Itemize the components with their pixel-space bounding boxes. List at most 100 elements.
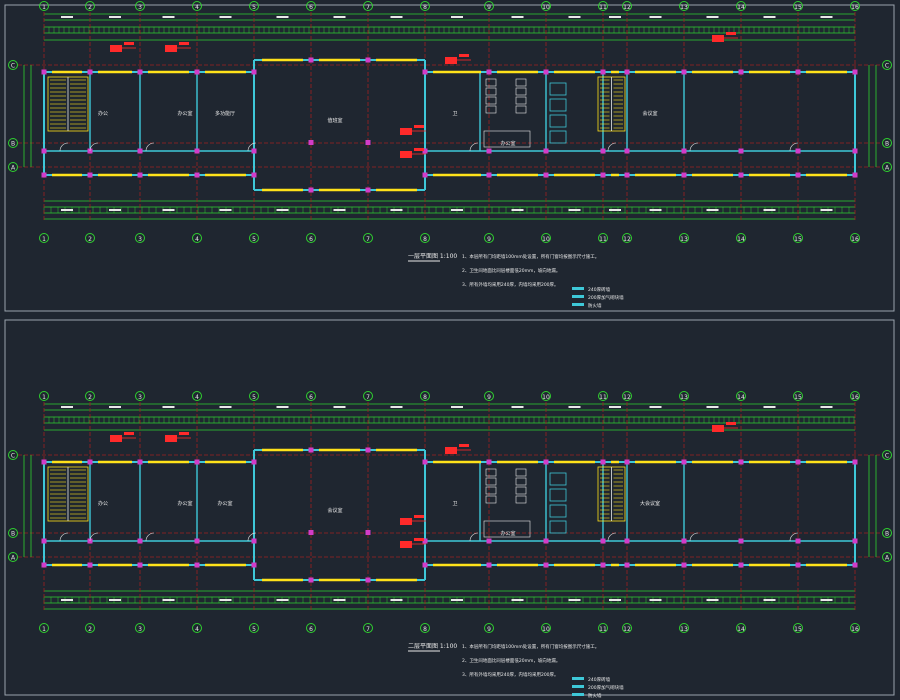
axis-label-bottom: 9 <box>487 236 491 243</box>
axis-bubble-top <box>249 391 259 401</box>
column <box>137 172 143 178</box>
column <box>308 140 314 145</box>
column <box>738 538 744 544</box>
axis-label-bottom: 13 <box>680 236 688 243</box>
room-label: 办公室 <box>500 530 515 537</box>
axis-bubble-left <box>8 138 18 148</box>
toilet-fixture <box>515 477 527 486</box>
toilet-fixture <box>515 78 527 87</box>
door-swing <box>789 532 799 542</box>
plan-note: 3、所有外墙均采用240厚，内墙均采用200厚。 <box>462 671 559 678</box>
dimension-text-mark <box>568 209 581 211</box>
column <box>422 172 428 178</box>
column <box>852 538 858 544</box>
door-swing <box>89 142 99 152</box>
axis-label-left: A <box>11 555 16 562</box>
axis-bubble-top <box>484 1 494 11</box>
axis-bubble-top <box>306 1 316 11</box>
room-label: 办公 <box>98 110 108 117</box>
dimension-text-mark <box>276 209 289 211</box>
toilet-fixture <box>515 96 527 105</box>
door-swing <box>469 532 479 542</box>
dimension-text-mark <box>609 406 621 408</box>
axis-bubble-bottom <box>622 233 632 243</box>
toilet-fixture <box>485 477 497 486</box>
column <box>365 187 371 193</box>
axis-label-right: B <box>885 531 889 538</box>
column <box>137 148 143 154</box>
floor-plan-2: 1122334455667788991010111112121313141415… <box>8 391 892 699</box>
column <box>738 69 744 75</box>
callout-text-bar <box>459 54 469 57</box>
door-swing <box>607 142 617 152</box>
dimension-text-mark <box>390 406 403 408</box>
dimension-text-mark <box>511 16 524 18</box>
column <box>41 172 47 178</box>
room-label: 办公室 <box>177 110 192 117</box>
axis-bubble-top <box>622 391 632 401</box>
legend-swatch <box>572 287 584 290</box>
dimension-text-mark <box>451 406 463 408</box>
column <box>365 577 371 583</box>
toilet-fixture <box>515 495 527 504</box>
column <box>543 148 549 154</box>
column <box>543 538 549 544</box>
toilet-partition <box>483 130 531 148</box>
column <box>41 148 47 154</box>
sheet-frame-1 <box>4 4 895 312</box>
axis-bubble-right <box>882 162 892 172</box>
axis-bubble-right <box>882 138 892 148</box>
dimension-text-mark <box>219 16 232 18</box>
axis-bubble-bottom <box>850 233 860 243</box>
legend-label: 防火墙 <box>588 692 602 699</box>
axis-label-top: 12 <box>623 4 631 11</box>
axis-label-top: 12 <box>623 394 631 401</box>
column <box>543 172 549 178</box>
dimension-text-mark <box>649 16 662 18</box>
door-swing <box>247 532 257 542</box>
callout-text-bar <box>414 515 424 518</box>
column <box>795 172 801 178</box>
column <box>137 69 143 75</box>
column <box>600 148 606 154</box>
column <box>795 69 801 75</box>
dimension-text-mark <box>706 406 719 408</box>
dimension-text-mark <box>763 209 776 211</box>
axis-bubble-right <box>882 552 892 562</box>
plan-note: 1、本层所有门均距墙100mm处设置，所有门窗均按图示尺寸施工。 <box>462 253 599 260</box>
plan-note: 3、所有外墙均采用240厚，内墙均采用200厚。 <box>462 281 559 288</box>
sink-fixture <box>549 130 567 144</box>
dimension-text-mark <box>820 16 833 18</box>
column <box>795 562 801 568</box>
toilet-fixture <box>485 105 497 114</box>
column <box>486 459 492 465</box>
column <box>308 187 314 193</box>
axis-label-top: 7 <box>366 394 370 401</box>
column <box>308 577 314 583</box>
axis-bubble-bottom <box>135 623 145 633</box>
dimension-text-mark <box>763 16 776 18</box>
dimension-text-mark <box>820 209 833 211</box>
axis-label-bottom: 2 <box>88 626 92 633</box>
axis-label-top: 13 <box>680 4 688 11</box>
toilet-fixture <box>485 96 497 105</box>
column <box>486 172 492 178</box>
column <box>543 69 549 75</box>
room-label: 办公室 <box>500 140 515 147</box>
door-swing <box>789 142 799 152</box>
axis-bubble-top <box>850 1 860 11</box>
axis-label-top: 8 <box>423 4 427 11</box>
column <box>137 459 143 465</box>
door-swing <box>59 532 69 542</box>
column <box>365 57 371 63</box>
axis-label-top: 6 <box>309 394 313 401</box>
room-label: 值班室 <box>327 117 342 124</box>
dimension-text-mark <box>706 209 719 211</box>
column <box>251 538 257 544</box>
column <box>795 538 801 544</box>
axis-label-top: 3 <box>138 394 142 401</box>
axis-label-bottom: 4 <box>195 626 199 633</box>
axis-label-top: 13 <box>680 394 688 401</box>
column <box>681 69 687 75</box>
axis-label-bottom: 6 <box>309 236 313 243</box>
